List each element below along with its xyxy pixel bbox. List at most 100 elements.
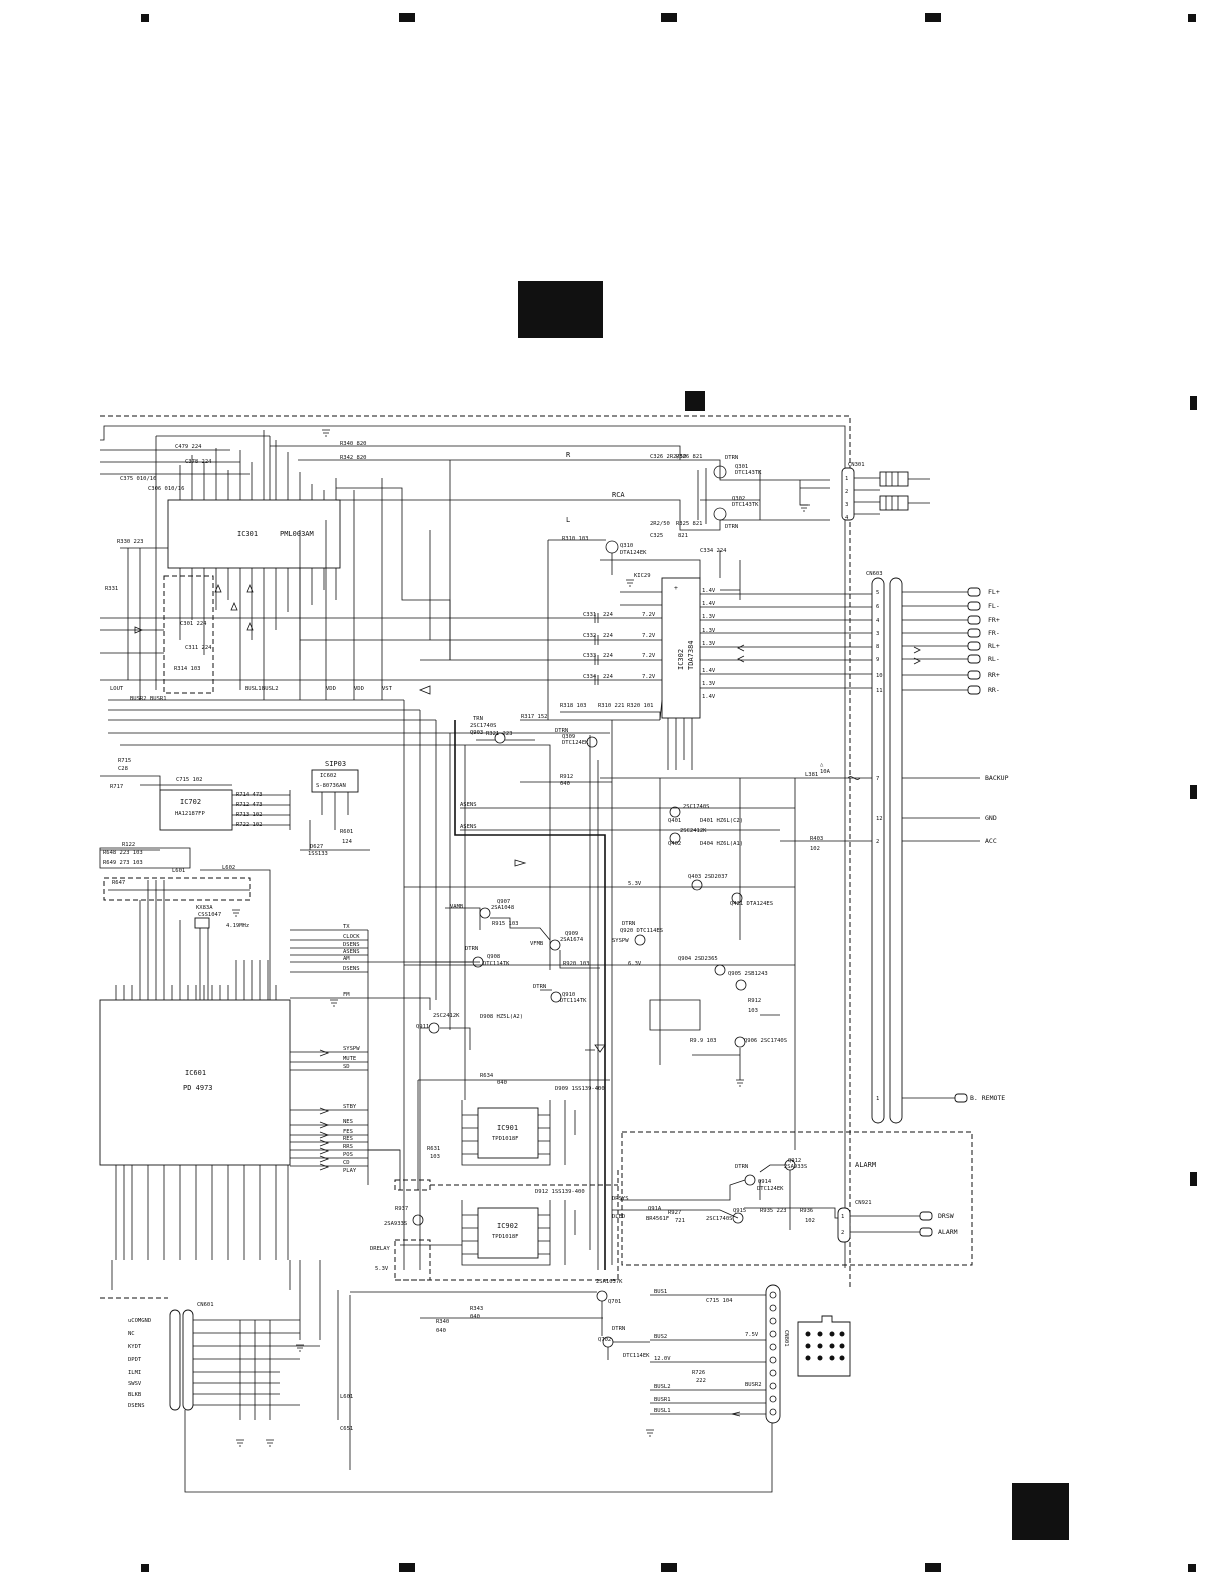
svg-text:Q421 DTA124ES: Q421 DTA124ES	[730, 901, 773, 907]
ic702-part: HA12187FP	[175, 811, 205, 817]
svg-text:Q905 2SB1243: Q905 2SB1243	[728, 971, 768, 977]
cn603-harness: CN603	[866, 571, 903, 1124]
sig-res: RES	[343, 1136, 353, 1142]
cn601-body-2	[182, 1309, 194, 1411]
ic302-block: + TDA7384 IC302 KIC29 C334 224 1.4V 1.4V…	[600, 548, 921, 770]
svg-text:Q91A: Q91A	[648, 1206, 662, 1212]
speaker-out-rl-plus: 8 RL+	[876, 641, 1000, 651]
svg-text:D908 HZ5L(A2): D908 HZ5L(A2)	[480, 1014, 523, 1020]
svg-text:ASENS: ASENS	[460, 824, 477, 830]
sip03-ref: SIP03	[325, 760, 346, 768]
svg-text:D912 1SS139-400: D912 1SS139-400	[535, 1189, 585, 1195]
vamb-vfmb-section: VAMB VFMB Q907 2SA1048 Q909 2SA1674 DTRN…	[416, 899, 600, 1050]
sig-nes: NES	[343, 1119, 353, 1125]
svg-text:FR+: FR+	[988, 616, 1000, 624]
svg-text:DTRN: DTRN	[725, 455, 738, 461]
channel-label-r: R	[566, 451, 571, 459]
cn801-ref: CN801	[783, 1330, 789, 1347]
ic901-body	[477, 1107, 539, 1159]
svg-text:R601: R601	[340, 829, 353, 835]
ic601-body	[99, 999, 291, 1166]
ic902-ref: IC902	[497, 1222, 518, 1230]
net-5v3: 5.3V	[628, 881, 642, 887]
svg-text:R318 103: R318 103	[560, 703, 587, 709]
svg-text:ACC: ACC	[985, 837, 997, 845]
q310-part: DTA124EK	[620, 550, 647, 556]
svg-text:C378 224: C378 224	[185, 459, 212, 465]
net-drelay: DRELAY	[370, 1246, 391, 1252]
q701-part: 2SA1037K	[596, 1279, 623, 1285]
svg-text:BUSL2: BUSL2	[262, 686, 279, 692]
svg-text:R321 223: R321 223	[486, 731, 513, 737]
ic601-block: IC601 PD 4973	[99, 880, 291, 1260]
svg-text:VST: VST	[382, 686, 393, 692]
sip03-sub: IC602	[320, 773, 337, 779]
svg-text:△: △	[820, 762, 824, 768]
svg-text:RR+: RR+	[988, 671, 1000, 679]
svg-text:103: 103	[430, 1154, 440, 1160]
sig-dsens-2: DSENS	[343, 966, 360, 972]
net-dtrn-1: DTRN	[555, 728, 568, 734]
ic901-block: IC901 TPD1018F R634 040 D909 1SS139-400 …	[417, 1073, 610, 1190]
svg-text:DTRN: DTRN	[533, 984, 546, 990]
q908-ref: Q908	[487, 954, 500, 960]
cn921-block: CN921 1 2 DRSW ALARM	[837, 1200, 958, 1243]
svg-text:R714 473: R714 473	[236, 792, 263, 798]
svg-text:BUSR1: BUSR1	[150, 696, 167, 702]
svg-text:BUSL1: BUSL1	[245, 686, 262, 692]
svg-text:DTRN: DTRN	[612, 1326, 625, 1332]
net-kx83a: KX83A	[196, 905, 213, 911]
svg-text:10: 10	[876, 673, 883, 679]
cn601-ilmi: ILMI	[128, 1370, 141, 1376]
svg-text:Q920 DTC114ES: Q920 DTC114ES	[620, 928, 663, 934]
svg-text:R912: R912	[560, 774, 573, 780]
cn603-ref: CN603	[866, 571, 883, 577]
svg-text:D401 HZ6L(C2): D401 HZ6L(C2)	[700, 818, 743, 824]
svg-text:C311 224: C311 224	[185, 645, 212, 651]
svg-text:CSS1047: CSS1047	[198, 912, 221, 918]
speaker-outputs: 5 FL+ 6 FL- 4 FR+ 3 FR- 8 RL+ 9 RL-	[876, 587, 1000, 695]
alarm-out-alarm: ALARM	[938, 1228, 958, 1236]
svg-text:R331: R331	[105, 586, 118, 592]
net-busl2: BUSL1	[654, 1408, 671, 1414]
alarm-out-drsw: DRSW	[938, 1212, 954, 1220]
svg-text:R340: R340	[436, 1319, 449, 1325]
alarm-block: ALARM DTRN Q914 DTC124EK 2SC1740S Q915 Q…	[612, 1131, 973, 1266]
net-busr1: BUSL2	[654, 1384, 671, 1390]
svg-text:DTRN: DTRN	[725, 524, 738, 530]
ic302-v6: 1.4V	[702, 668, 716, 674]
svg-text:040: 040	[497, 1080, 507, 1086]
sig-play: PLAY	[343, 1168, 357, 1174]
svg-text:R340 820: R340 820	[340, 441, 367, 447]
q701-q702: 2SA1037K Q701 DTRN Q702 DTC114EK R343 04…	[350, 1279, 650, 1360]
cap-c334-volt: 7.2V	[642, 674, 656, 680]
net-busr2: BUSR1	[654, 1397, 671, 1403]
ic302-body	[661, 577, 701, 719]
q909-part: 2SA1674	[560, 937, 584, 943]
svg-text:3: 3	[876, 631, 879, 637]
sig-pos: POS	[343, 1152, 353, 1158]
svg-text:R712 473: R712 473	[236, 802, 263, 808]
ic901-part: TPD1018F	[492, 1136, 519, 1142]
q310-ref: Q310	[620, 543, 633, 549]
svg-text:BUSR2: BUSR2	[130, 696, 147, 702]
svg-text:LOUT: LOUT	[110, 686, 124, 692]
speaker-out-fr-minus: 3 FR-	[876, 628, 1000, 638]
net-7v5: 7.5V	[745, 1332, 759, 1338]
svg-text:2SC2412K: 2SC2412K	[680, 828, 707, 834]
svg-text:R325 821: R325 821	[676, 521, 703, 527]
svg-text:R726: R726	[692, 1370, 705, 1376]
ic601-ref: IC601	[185, 1069, 206, 1077]
sig-stby: STBY	[343, 1104, 357, 1110]
svg-text:DTC124EK: DTC124EK	[562, 740, 589, 746]
svg-text:Q904 2SD2365: Q904 2SD2365	[678, 956, 718, 962]
regulator-section: ASENS ASENS 2SC1740S Q401 D401 HZ6L(C2) …	[404, 778, 796, 1150]
svg-text:R9.9 103: R9.9 103	[690, 1038, 717, 1044]
net-6v3: 6.3V	[628, 961, 642, 967]
svg-text:DLED: DLED	[612, 1214, 625, 1220]
ic902-body	[477, 1207, 539, 1259]
sig-fm: FM	[343, 992, 350, 998]
plug-symbol	[797, 1315, 851, 1377]
q911-part: 2SC2412K	[433, 1013, 460, 1019]
cn921-pin-1: 1	[841, 1214, 844, 1220]
